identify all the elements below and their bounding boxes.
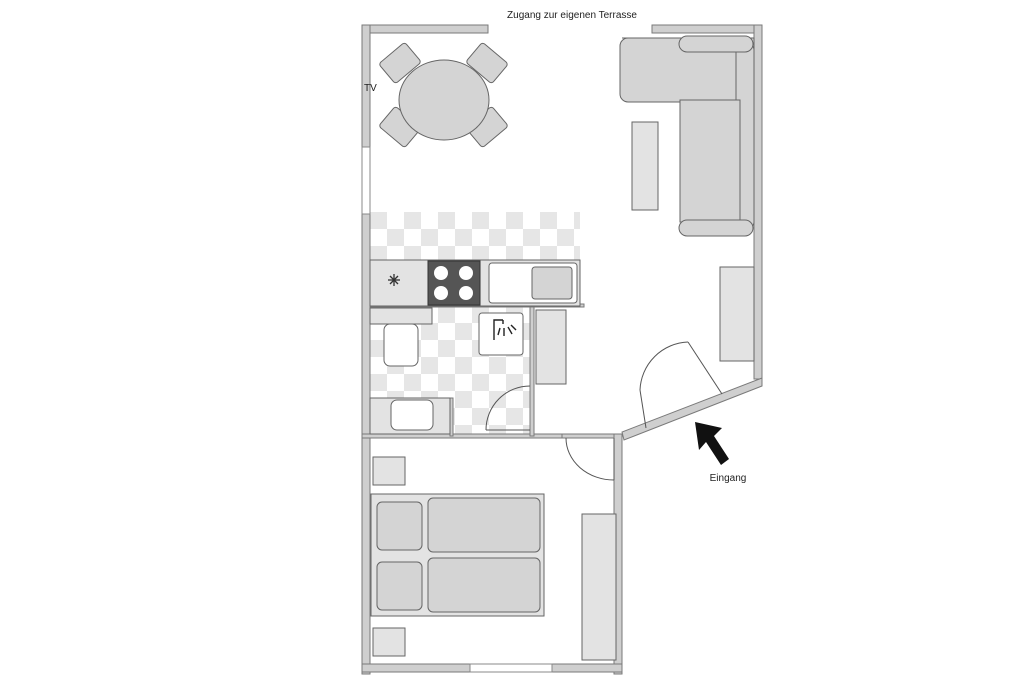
toilet [390,399,434,431]
stove-burner [434,266,448,280]
kitchen-counter [369,259,581,307]
stove-burner [434,286,448,300]
sideboard [719,266,755,362]
tv-label: TV [364,83,377,94]
terrace-access-label: Zugang zur eigenen Terrasse [507,10,637,21]
entrance-label: Eingang [710,473,747,484]
entrance-door [639,341,723,429]
stove-burner [459,266,473,280]
stove-burner [459,286,473,300]
corner-sofa [619,35,755,237]
hall-wardrobe [535,309,567,385]
shower-tray [478,312,524,356]
bedroom-door [565,437,615,481]
wardrobe [581,513,617,661]
snowflake-icon [388,274,400,286]
coffee-table [631,121,659,211]
shower-icon [493,319,517,340]
double-bed [370,493,545,617]
walls [361,24,763,675]
sink-basin [531,266,573,300]
nightstand [372,627,406,657]
bathroom-cabinet [369,307,433,325]
bathroom-door [485,385,531,431]
washbasin [383,323,419,367]
dining-table [379,42,508,148]
kitchen-tile-floor [370,212,580,260]
arrow-up-left-icon [695,422,729,465]
nightstand [372,456,406,486]
